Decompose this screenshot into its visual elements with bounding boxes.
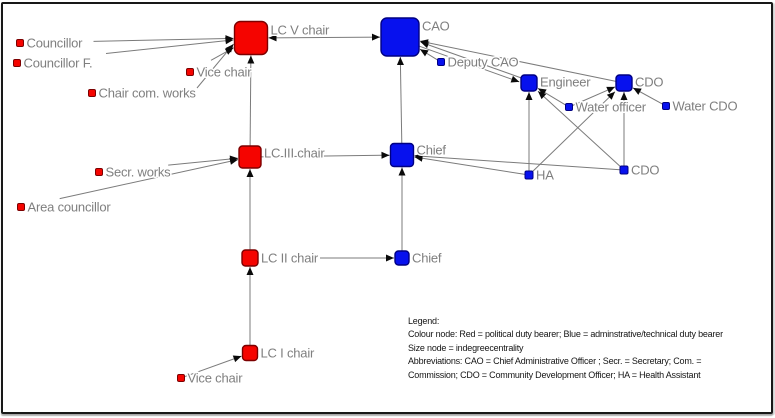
node-cdo_top — [615, 74, 633, 92]
node-lc5 — [233, 20, 269, 56]
node-cdo_bottom — [619, 165, 629, 175]
edge-councillor-lc5 — [93, 35, 234, 43]
node-label-chief_small: Chief — [412, 251, 442, 266]
node-councillor — [16, 39, 24, 47]
node-label-water_cdo: Water CDO — [673, 99, 738, 114]
legend-title: Legend: — [408, 316, 440, 326]
edge-engineer-cao — [420, 41, 522, 79]
edge-ha-chief — [414, 154, 526, 175]
edge-secr_works-lc3 — [168, 155, 239, 166]
node-chair_com_works — [88, 89, 96, 97]
edge-councillor_f-lc5 — [105, 37, 234, 54]
edge-water_officer-cdo_top — [572, 86, 616, 106]
node-label-ha: HA — [536, 168, 554, 183]
node-label-chair_com_works: Chair com. works — [99, 86, 197, 101]
node-lc1 — [241, 344, 259, 362]
node-vice_chair_top — [186, 68, 194, 76]
node-lc2 — [241, 249, 259, 267]
edge-lc3-lc5 — [247, 55, 255, 147]
node-label-lc5: LC V chair — [271, 23, 331, 38]
node-deputy_cao — [437, 58, 445, 66]
edge-water_cdo-cdo_top — [632, 87, 663, 105]
node-label-vice_chair_bottom: Vice chair — [188, 371, 244, 386]
node-label-cdo_bottom: CDO — [631, 163, 659, 178]
node-label-lc3: LC III chair — [264, 146, 325, 161]
legend-line-colour: Colour node: Red = political duty bearer… — [408, 329, 723, 340]
edge-vice_chair_bottom-lc1 — [184, 355, 242, 378]
node-label-chief: Chief — [417, 143, 447, 158]
node-ha — [524, 170, 534, 180]
edge-lc5-cao — [268, 33, 381, 42]
legend-line-abbrev-2: Commission; CDO = Community Development … — [408, 369, 701, 380]
node-vice_chair_bottom — [177, 374, 185, 382]
node-label-vice_chair_top: Vice chair — [197, 65, 253, 80]
node-water_officer — [565, 103, 573, 111]
legend-line-size: Size node = indegreecentrality — [408, 342, 524, 353]
node-label-secr_works: Secr. works — [106, 165, 172, 180]
node-label-cao: CAO — [422, 19, 450, 34]
edge-chief-cao — [396, 56, 404, 144]
legend-line-abbrev-1: Abbreviations: CAO = Chief Administrativ… — [408, 356, 702, 367]
node-cao — [380, 17, 420, 57]
edge-water_officer-engineer — [537, 87, 566, 106]
node-label-lc2: LC II chair — [261, 251, 319, 266]
node-secr_works — [95, 168, 103, 176]
node-label-water_officer: Water officer — [576, 100, 647, 115]
edge-area_councillor-lc3 — [59, 157, 239, 200]
node-label-area_councillor: Area councillor — [28, 200, 112, 215]
node-label-cdo_top: CDO — [635, 75, 663, 90]
node-lc3 — [238, 145, 262, 169]
node-label-deputy_cao: Deputy CAO — [448, 55, 519, 70]
legend: Legend: Colour node: Red = political dut… — [408, 315, 772, 382]
edge-cao-engineer — [418, 45, 520, 83]
node-area_councillor — [17, 203, 25, 211]
edge-ha-cdo_top — [532, 91, 616, 172]
node-engineer — [520, 74, 538, 92]
edge-deputy_cao-cao — [419, 48, 438, 61]
node-chief — [389, 142, 415, 168]
node-label-lc1: LC I chair — [261, 346, 316, 361]
node-chief_small — [394, 250, 410, 266]
edge-vice_chair_top-lc5 — [210, 47, 234, 61]
node-label-engineer: Engineer — [540, 75, 591, 90]
node-label-councillor_f: Councillor F. — [24, 56, 93, 71]
node-water_cdo — [662, 102, 670, 110]
node-label-councillor: Councillor — [27, 36, 84, 51]
edge-cdo_top-cao — [419, 39, 617, 82]
edge-cdo_bottom-engineer — [537, 90, 621, 167]
node-councillor_f — [13, 59, 21, 67]
edge-cdo_bottom-chief — [414, 152, 621, 171]
edge-lc3-chief — [260, 151, 390, 159]
